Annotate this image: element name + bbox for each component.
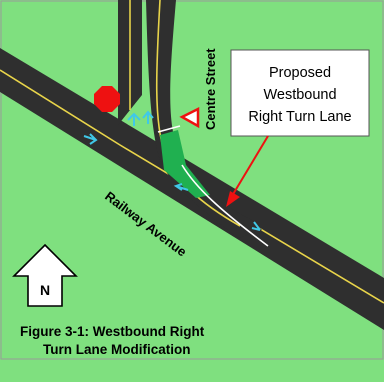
turn-lane-line: [157, 125, 269, 247]
stop-sign-icon: [94, 86, 120, 112]
centre-street-label: Centre Street: [203, 48, 218, 130]
north-arrow-icon: [12, 243, 78, 307]
figure-caption-line-1: Figure 3-1: Westbound Right: [20, 324, 205, 339]
map-frame: [0, 0, 384, 360]
callout-arrow-line: [231, 135, 269, 197]
lane-arrow-icon: [83, 133, 98, 145]
lane-arrow-icon: [173, 183, 189, 191]
callout-line-1: Proposed: [269, 65, 331, 81]
lane-arrow-icon: [251, 221, 261, 231]
north-arrow-label: N: [40, 282, 50, 298]
lane-arrow-icon: [142, 110, 154, 124]
lane-arrow-icon: [127, 112, 141, 126]
callout-box: [230, 49, 370, 137]
callout-line-2: Westbound: [263, 87, 336, 103]
proposed-turn-lane-area: [160, 130, 210, 198]
yield-sign-icon: [179, 106, 200, 129]
figure-caption-line-2: Turn Lane Modification: [43, 342, 191, 357]
railway-avenue-centerline: [0, 69, 384, 304]
callout-arrowhead: [226, 191, 240, 207]
callout-line-3: Right Turn Lane: [248, 109, 351, 125]
